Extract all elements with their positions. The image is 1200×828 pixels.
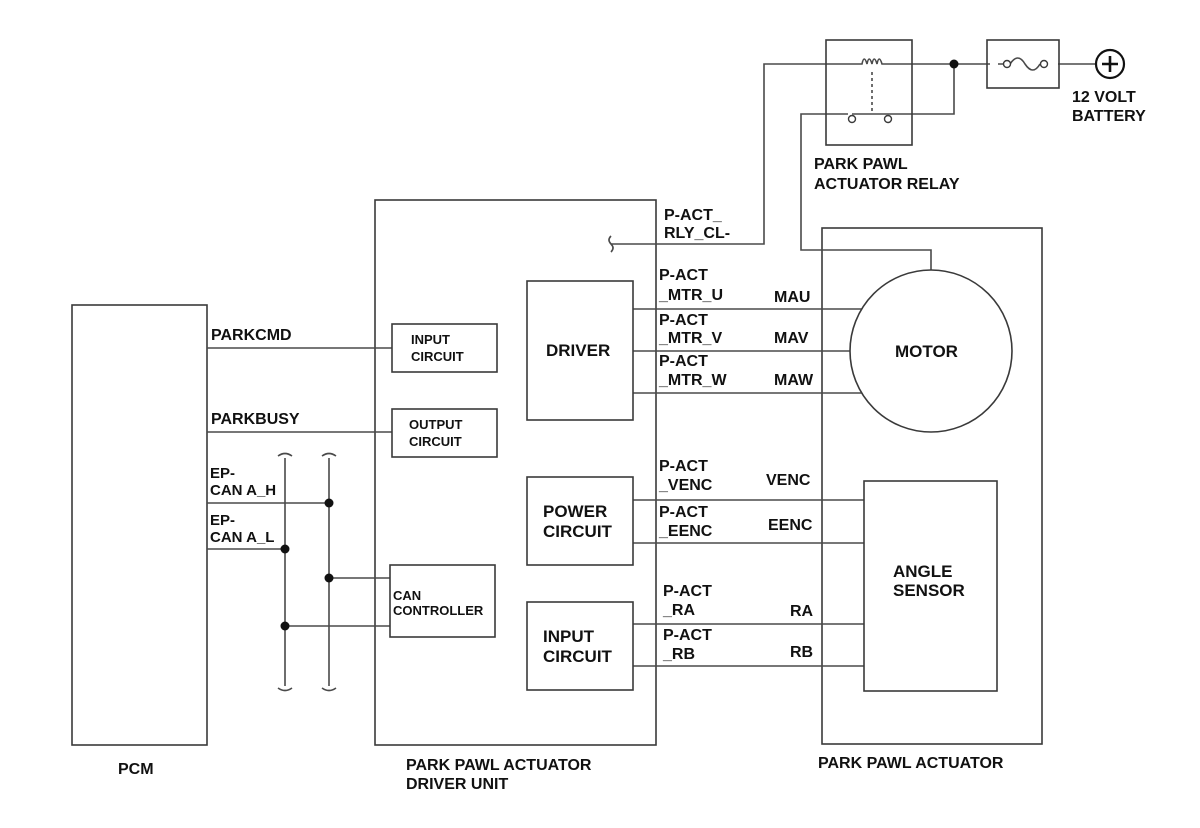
angle-sensor-box: [863, 480, 998, 692]
eenc-label-1: P-ACT: [659, 504, 708, 521]
relay-ctl-label-2: RLY_CL-: [664, 225, 730, 242]
output-circuit-label-2: CIRCUIT: [409, 434, 462, 449]
relay-coil-icon: [858, 58, 886, 65]
junction-dot: [324, 498, 334, 508]
venc-label-1: P-ACT: [659, 458, 708, 475]
pcm-block: [71, 304, 208, 746]
relay-contact: [883, 114, 893, 124]
input-circuit-top-box: [391, 323, 498, 373]
ra-terminal-label: RA: [790, 603, 814, 620]
input-circuit-top-label-1: INPUT: [411, 332, 450, 347]
rb-label-2: _RB: [662, 646, 695, 663]
can-controller-label-1: CAN: [393, 588, 421, 603]
junction-dot: [949, 59, 959, 69]
motor-feed-wire: [800, 113, 932, 278]
actuator-label: PARK PAWL ACTUATOR: [818, 755, 1004, 772]
mtr-v-label-1: P-ACT: [659, 312, 708, 329]
mtr-u-label-2: _MTR_U: [658, 287, 723, 304]
driver-unit-label-2: DRIVER UNIT: [406, 776, 508, 793]
motor-circle: [849, 269, 1013, 433]
mau-label: MAU: [774, 289, 810, 306]
relay-contact: [847, 114, 857, 124]
relay-label-1: PARK PAWL: [814, 156, 908, 173]
junction-dot: [280, 544, 290, 554]
fuse-terminal: [1002, 59, 1012, 69]
rb-label-1: P-ACT: [663, 627, 712, 644]
relay-ctl-label-1: P-ACT_: [664, 207, 723, 224]
can-bus-break-marks: [277, 452, 337, 692]
can-controller-label-2: CONTROLLER: [393, 603, 484, 618]
mtr-u-label-1: P-ACT: [659, 267, 708, 284]
power-circuit-label-2: CIRCUIT: [543, 522, 613, 541]
ra-label-1: P-ACT: [663, 583, 712, 600]
fuse-box: [986, 39, 1060, 89]
battery-label-1: 12 VOLT: [1072, 89, 1136, 106]
mtr-w-label-1: P-ACT: [659, 353, 708, 370]
eenc-label-2: _EENC: [658, 523, 713, 540]
mav-label: MAV: [774, 330, 809, 347]
angle-sensor-label-2: SENSOR: [893, 581, 965, 600]
power-circuit-label-1: POWER: [543, 502, 607, 521]
actuator-block: [821, 227, 1043, 745]
driver-label: DRIVER: [546, 341, 610, 360]
input-circuit-top-label-2: CIRCUIT: [411, 349, 464, 364]
can-a-h-label-2: CAN A_H: [210, 482, 276, 499]
motor-label: MOTOR: [895, 342, 958, 361]
fuse-terminal: [1039, 59, 1049, 69]
parkbusy-label: PARKBUSY: [211, 411, 300, 428]
venc-label-2: _VENC: [658, 477, 713, 494]
mtr-v-label-2: _MTR_V: [658, 330, 722, 347]
output-circuit-label-1: OUTPUT: [409, 417, 463, 432]
plus-sign: [1102, 56, 1118, 72]
angle-sensor-label-1: ANGLE: [893, 562, 953, 581]
eenc-terminal-label: EENC: [768, 517, 813, 534]
parkcmd-label: PARKCMD: [211, 327, 292, 344]
can-a-l-label-2: CAN A_L: [210, 529, 274, 546]
input-circuit-bottom-box: [526, 601, 634, 691]
ra-label-2: _RA: [662, 602, 695, 619]
driver-unit-label-1: PARK PAWL ACTUATOR: [406, 757, 592, 774]
mtr-w-label-2: _MTR_W: [658, 372, 727, 389]
rb-terminal-label: RB: [790, 644, 813, 661]
relay-contact-supply-wire: [892, 64, 955, 115]
maw-label: MAW: [774, 372, 814, 389]
relay-wire-break: [608, 235, 614, 253]
power-circuit-box: [526, 476, 634, 566]
can-controller-box: [389, 564, 496, 638]
pcm-label: PCM: [118, 761, 154, 778]
driver-unit-block: [374, 199, 657, 746]
output-circuit-box: [391, 408, 498, 458]
venc-terminal-label: VENC: [766, 472, 811, 489]
battery-label-2: BATTERY: [1072, 108, 1146, 125]
input-circuit-bottom-label-1: INPUT: [543, 627, 595, 646]
driver-box: [526, 280, 634, 421]
junction-dot: [324, 573, 334, 583]
input-circuit-bottom-label-2: CIRCUIT: [543, 647, 613, 666]
can-a-h-label-1: EP-: [210, 465, 235, 482]
relay-box: [825, 39, 913, 146]
junction-dot: [280, 621, 290, 631]
relay-label-2: ACTUATOR RELAY: [814, 176, 960, 193]
relay-control-wire: [611, 63, 858, 245]
can-a-l-label-1: EP-: [210, 512, 235, 529]
